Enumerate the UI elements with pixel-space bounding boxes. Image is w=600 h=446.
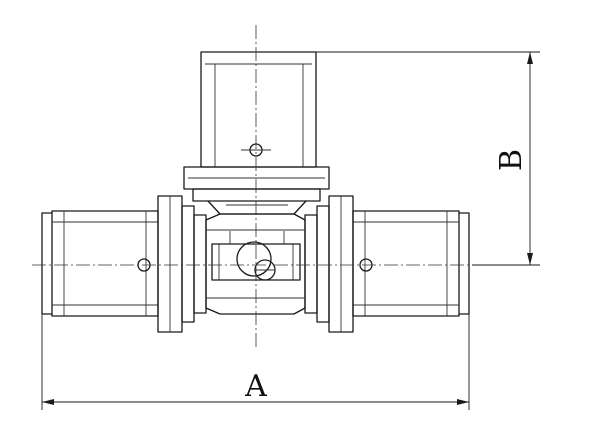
dimension-b [316, 51, 540, 266]
right-flange [316, 195, 354, 333]
left-run-pipe [41, 210, 159, 317]
top-branch-pipe [200, 51, 317, 168]
right-run-pipe [352, 210, 470, 317]
dimension-a [41, 314, 470, 410]
ball-plug [236, 241, 272, 277]
center-lines [32, 25, 480, 350]
dimension-a-label: A [244, 369, 267, 404]
left-flange [157, 195, 195, 333]
top-branch-flange [183, 166, 330, 215]
dimension-b-label: B [494, 149, 529, 171]
tee-body [193, 213, 318, 315]
